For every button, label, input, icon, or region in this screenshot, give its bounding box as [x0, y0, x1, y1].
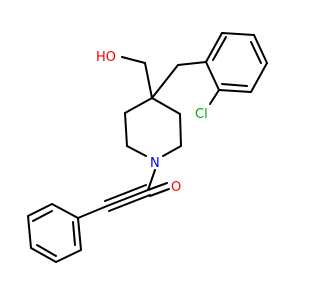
- ring1-bond-1: [51, 203, 79, 219]
- ring1-bond-6: [77, 217, 82, 251]
- alkyne-bond-3: [108, 194, 151, 212]
- ring2-bond-1-double: [212, 36, 227, 61]
- atom-labels: HO Cl N O: [96, 50, 208, 195]
- alkyne-bond-2: [104, 184, 147, 202]
- ring2-bond-3-double: [250, 41, 262, 64]
- bond-c4-ch2: [151, 64, 179, 99]
- bond-aryl-cl: [209, 89, 220, 105]
- ring2-bond-6: [205, 61, 220, 91]
- ring1-bond-2: [27, 203, 53, 217]
- bond-ch2-c4: [144, 62, 153, 99]
- pip-bond-5: [124, 112, 128, 147]
- bond-c-o-2: [149, 188, 170, 197]
- structure-canvas: HO Cl N O: [27, 32, 268, 263]
- ring2-bond-5-double: [221, 83, 248, 87]
- ring2-bond-1: [205, 32, 223, 63]
- chlorine-label: Cl: [195, 107, 208, 122]
- ring2-bond-4: [250, 62, 268, 93]
- ring1-bond-2-double: [32, 210, 53, 222]
- bond-ch2-aryl: [177, 61, 207, 66]
- bond-n-carbonyl: [147, 169, 156, 191]
- ring1-bond-6-double: [72, 221, 76, 246]
- ring2-bond-5: [218, 89, 252, 93]
- pip-bond-4: [126, 145, 147, 157]
- pip-bond-2: [179, 113, 182, 147]
- ring2-bond-2: [221, 32, 255, 36]
- pip-bond-3: [162, 145, 182, 157]
- nitrogen-label: N: [150, 156, 160, 171]
- ring1-bond-3: [27, 215, 32, 249]
- molecule-structure: HO Cl N O: [27, 32, 268, 263]
- ring1-bond-4: [30, 247, 57, 263]
- pip-bond-1: [151, 97, 181, 115]
- ring1-bond-5: [55, 249, 82, 263]
- bond-alkyne-phenyl: [77, 205, 108, 219]
- bonds: [27, 32, 268, 263]
- hydroxyl-label: HO: [96, 50, 116, 65]
- bond-c-o-1: [147, 182, 168, 191]
- alkyne-bond-1: [106, 189, 149, 207]
- bond-o-ch2: [121, 56, 146, 64]
- oxygen-label: O: [171, 180, 181, 195]
- ring2-bond-3: [253, 34, 268, 64]
- pip-bond-6: [124, 97, 153, 114]
- ring1-bond-4-double: [36, 244, 57, 257]
